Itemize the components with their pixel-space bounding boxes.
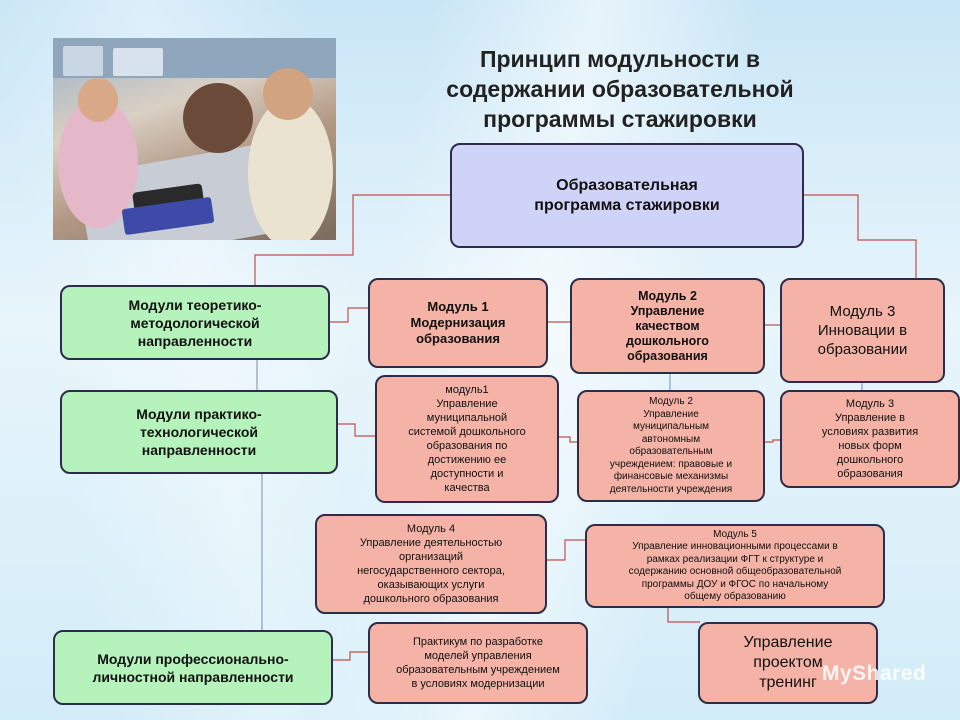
box-text-line: новых форм [838, 440, 902, 452]
theory-module-3-box: Модуль 3 Инновации в образовании [780, 278, 945, 383]
practice-module-3-box: Модуль 3 Управление в условиях развития … [780, 390, 960, 488]
box-text-line: образовании [817, 341, 908, 358]
box-text-line: направленности [137, 332, 253, 349]
box-text-line: Управление [743, 634, 833, 651]
connector-pm5-training [667, 608, 700, 623]
box-text-line: Управление [436, 398, 498, 410]
box-text-line: системой дошкольного [408, 426, 526, 438]
box-text-line: Практикум по разработке [413, 636, 543, 648]
practice-module-2-box: Модуль 2 Управление муниципальным автоно… [577, 390, 765, 502]
box-text-line: Управление в [834, 412, 906, 424]
box-text-line: муниципальным [632, 421, 709, 432]
watermark: MyShared [822, 662, 927, 685]
box-text-line: Управление деятельностью [359, 537, 503, 549]
title-line: программы стажировки [483, 106, 757, 132]
box-text-line: дошкольного образования [363, 593, 499, 605]
classroom-photo [53, 38, 336, 240]
box-text-line: учреждением: правовые и [609, 458, 733, 470]
box-text-line: Модуль 2 [649, 396, 693, 407]
personal-training-box: Управление проектом тренинг [698, 622, 878, 704]
connector-pm2-pm3 [765, 439, 781, 443]
box-text-line: общему образованию [684, 591, 786, 602]
box-text-line: Модуль 3 [845, 398, 895, 410]
box-text-line: образования [416, 331, 500, 346]
box-text-line: Управление инновационными процессами в [632, 541, 838, 552]
practice-module-4-box: Модуль 4 Управление деятельностью органи… [315, 514, 547, 614]
box-text-line: Модуль 2 [638, 288, 697, 303]
box-text-line: автономным [641, 433, 701, 445]
box-text-line: образования [837, 468, 903, 480]
box-text-line: тренинг [759, 674, 817, 691]
box-text-line: в условиях модернизации [411, 678, 545, 690]
box-text-line: условиях развития [821, 426, 919, 438]
box-text-line: Модуль 5 [713, 528, 757, 540]
box-text-line: доступности и [430, 468, 504, 480]
page-title: Принцип модульности в содержании образов… [405, 44, 835, 134]
box-text-line: образования по [426, 440, 508, 452]
connector-theory-m1 [330, 307, 370, 323]
box-text-line: моделей управления [424, 650, 532, 662]
connector-practice-pm1 [338, 423, 376, 437]
box-text-line: Модули теоретико- [128, 296, 262, 313]
connector-personal-workshop [333, 651, 368, 661]
box-text-line: программа стажировки [534, 196, 720, 214]
box-text-line: рамках реализации ФГТ к структуре и [646, 553, 824, 565]
title-line: содержании образовательной [446, 76, 794, 102]
practice-module-1-box: модуль1 Управление муниципальной системо… [375, 375, 559, 503]
box-text-line: технологической [139, 424, 259, 440]
box-text-line: Модернизация [410, 315, 506, 330]
box-text-line: направленности [141, 442, 257, 458]
box-text-line: дошкольного [626, 333, 709, 348]
box-text-line: программы ДОУ и ФГОС по начальному [641, 578, 829, 590]
title-line: Принцип модульности в [479, 46, 761, 72]
connector-pm4-pm5 [547, 539, 586, 561]
box-text-line: дошкольного [836, 454, 904, 466]
box-text-line: достижению ее [427, 454, 507, 466]
box-text-line: личностной направленности [92, 668, 294, 685]
box-text-line: организаций [398, 551, 464, 563]
box-text-line: образования [627, 348, 708, 363]
box-text-line: Инновации в [817, 322, 908, 339]
box-text-line: Модуль 1 [427, 299, 489, 314]
category-personal-box: Модули профессионально- личностной напра… [53, 630, 333, 705]
box-text-line: финансовые механизмы [613, 471, 729, 482]
root-program-box: Образовательная программа стажировки [450, 143, 804, 248]
box-text-line: качества [444, 482, 490, 494]
box-text-line: проектом [753, 654, 823, 671]
box-text-line: образовательным [629, 446, 713, 457]
box-text-line: оказывающих услуги [377, 579, 485, 591]
box-text-line: негосударственного сектора, [357, 565, 505, 577]
theory-module-2-box: Модуль 2 Управление качеством дошкольног… [570, 278, 765, 374]
theory-module-1-box: Модуль 1 Модернизация образования [368, 278, 548, 368]
box-text-line: образовательным учреждением [396, 664, 560, 676]
personal-workshop-box: Практикум по разработке моделей управлен… [368, 622, 588, 704]
box-text-line: Модули профессионально- [97, 650, 289, 667]
connector-root-right [804, 194, 917, 278]
box-text-line: Управление [643, 408, 699, 420]
box-text-line: Модуль 3 [829, 303, 896, 320]
box-text-line: модуль1 [445, 384, 489, 396]
box-text-line: Управление [630, 303, 705, 318]
box-text-line: муниципальной [426, 412, 508, 424]
box-text-line: деятельности учреждения [609, 483, 733, 495]
category-theory-box: Модули теоретико- методологической напра… [60, 285, 330, 360]
connector-root-left [254, 194, 450, 288]
category-practice-box: Модули практико- технологической направл… [60, 390, 338, 474]
connector-pm1-pm2 [559, 436, 578, 443]
box-text-line: качеством [635, 318, 700, 333]
box-text-line: Образовательная [556, 176, 698, 194]
box-text-line: Модули практико- [136, 406, 262, 422]
box-text-line: содержанию основной общеобразовательной [628, 566, 842, 577]
box-text-line: Модуль 4 [406, 523, 456, 535]
box-text-line: методологической [130, 314, 260, 331]
practice-module-5-box: Модуль 5 Управление инновационными проце… [585, 524, 885, 608]
